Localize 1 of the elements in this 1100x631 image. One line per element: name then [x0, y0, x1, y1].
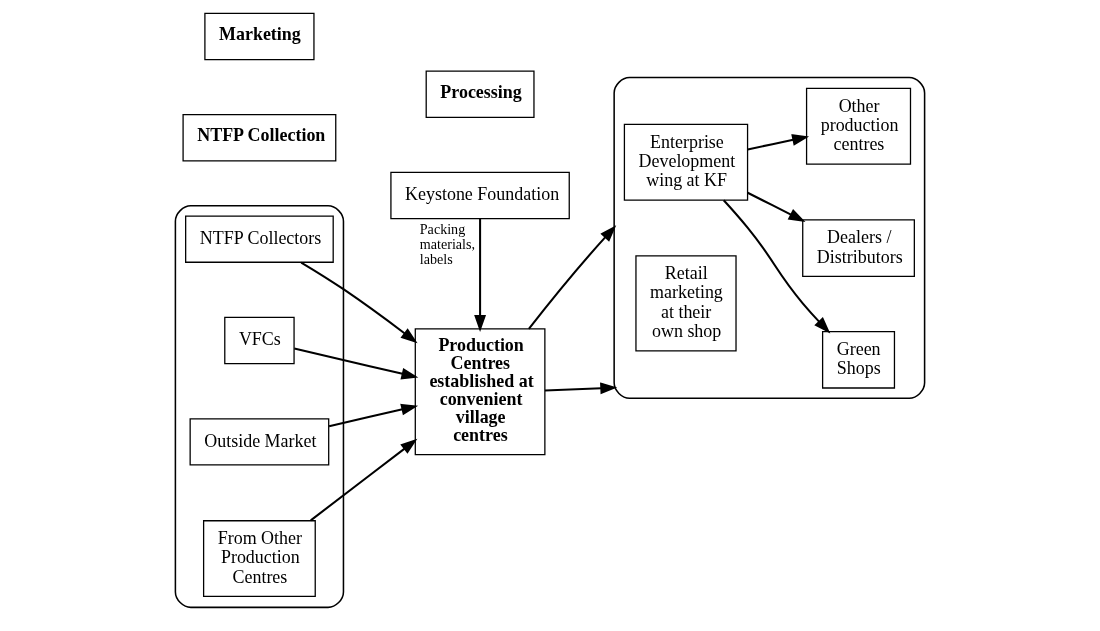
edge-label: Packing materials, labels [419, 220, 476, 268]
